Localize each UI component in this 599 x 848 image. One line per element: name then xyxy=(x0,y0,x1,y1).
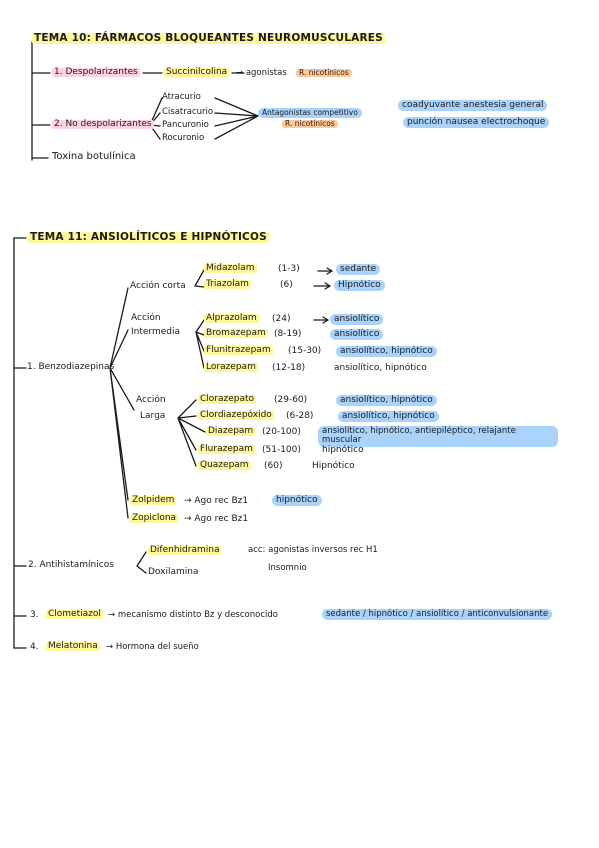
drug-triazolam: Triazolam xyxy=(204,279,251,289)
drug-doxilamina: Doxilamina xyxy=(148,567,199,577)
range-clordiazepoxido: (6-28) xyxy=(286,411,314,421)
drug-alprazolam: Alprazolam xyxy=(204,313,259,323)
drug-flurazepam: Flurazepam xyxy=(198,444,255,454)
drug-pancuronio: Pancuronio xyxy=(162,120,209,130)
effect-quazepam: Hipnótico xyxy=(312,461,355,471)
accion-corta-label: Acción corta xyxy=(130,281,186,291)
drug-difenhidramina: Difenhidramina xyxy=(148,545,222,555)
antihist-note-2: Insomnio xyxy=(268,563,307,573)
zolpidem-effect: hipnótico xyxy=(272,495,322,506)
no-despolarizantes-label: 2. No despolarizantes xyxy=(52,119,154,129)
effect-clordiazepoxido: ansiolítico, hipnótico xyxy=(338,411,439,422)
tema10-title: TEMA 10: FÁRMACOS BLOQUEANTES NEUROMUSCU… xyxy=(32,32,385,44)
toxina-botulinica: Toxina botulínica xyxy=(52,151,136,162)
antagonistas-tag: Antagonistas competitivo xyxy=(258,108,362,118)
effect-diazepam: ansiolítico, hipnótico, antiepiléptico, … xyxy=(318,426,558,447)
drug-zopiclona: Zopiclona xyxy=(130,513,179,523)
succinilcolina-arrow-text: → agonistas xyxy=(236,68,287,78)
accion-larga-label-2: Larga xyxy=(140,411,166,421)
clometiazol-number: 3. xyxy=(30,610,39,620)
range-midazolam: (1-3) xyxy=(278,264,300,274)
range-alprazolam: (24) xyxy=(272,314,291,324)
tema11-title: TEMA 11: ANSIOLÍTICOS E HIPNÓTICOS xyxy=(28,231,269,243)
despolarizantes-label: 1. Despolarizantes xyxy=(52,67,140,77)
drug-melatonina: Melatonina xyxy=(46,641,100,651)
drug-clorazepato: Clorazepato xyxy=(198,394,257,404)
effect-bromazepam: ansiolítico xyxy=(330,329,384,340)
effect-lorazepam: ansiolítico, hipnótico xyxy=(334,363,427,373)
range-flurazepam: (51-100) xyxy=(262,445,301,455)
range-flunitrazepam: (15-30) xyxy=(288,346,322,356)
drug-clometiazol: Clometiazol xyxy=(46,609,103,619)
range-clorazepato: (29-60) xyxy=(274,395,308,405)
drug-rocuronio: Rocuronio xyxy=(162,133,205,143)
drug-zolpidem: Zolpidem xyxy=(130,495,177,505)
drug-quazepam: Quazepam xyxy=(198,460,251,470)
r-nicotinicos-tag-2: R. nicotínicos xyxy=(282,120,338,128)
effect-triazolam: Hipnótico xyxy=(334,280,385,291)
range-bromazepam: (8-19) xyxy=(274,329,302,339)
effect-clorazepato: ansiolítico, hipnótico xyxy=(336,395,437,406)
drug-flunitrazepam: Flunitrazepam xyxy=(204,345,273,355)
benzodiazepinas-label: 1. Benzodiazepinas xyxy=(27,362,115,372)
drug-diazepam: Diazepam xyxy=(206,426,256,436)
range-diazepam: (20-100) xyxy=(262,427,301,437)
melatonina-number: 4. xyxy=(30,642,39,652)
succinilcolina: Succinilcolina xyxy=(164,67,230,77)
clometiazol-effect: sedante / hipnótico / ansiolítico / anti… xyxy=(322,609,553,620)
zopiclona-desc: → Ago rec Bz1 xyxy=(184,514,249,524)
clometiazol-desc: → mecanismo distinto Bz y desconocido xyxy=(108,610,278,620)
antihistaminicos-label: 2. Antihistamínicos xyxy=(28,560,114,570)
melatonina-desc: → Hormona del sueño xyxy=(106,642,199,652)
drug-lorazepam: Lorazepam xyxy=(204,362,258,372)
uses-line-1: coadyuvante anestesia general xyxy=(398,100,548,111)
r-nicotinicos-tag: R. nicotínicos xyxy=(296,69,352,77)
effect-midazolam: sedante xyxy=(336,264,381,275)
range-lorazepam: (12-18) xyxy=(272,363,306,373)
accion-larga-label-1: Acción xyxy=(136,395,166,405)
accion-intermedia-label-1: Acción xyxy=(131,313,161,323)
uses-line-2: punción nausea electrochoque xyxy=(403,117,550,128)
accion-intermedia-label-2: Intermedia xyxy=(131,327,180,337)
effect-alprazolam: ansiolítico xyxy=(330,314,384,325)
effect-flurazepam: hipnótico xyxy=(322,445,364,455)
drug-atracurio: Atracurio xyxy=(162,92,201,102)
zolpidem-desc: → Ago rec Bz1 xyxy=(184,496,249,506)
range-quazepam: (60) xyxy=(264,461,283,471)
drug-clordiazepoxido: Clordiazepóxido xyxy=(198,410,274,420)
drug-bromazepam: Bromazepam xyxy=(204,328,268,338)
drug-cisatracurio: Cisatracurio xyxy=(162,107,214,117)
drug-midazolam: Midazolam xyxy=(204,263,257,273)
effect-flunitrazepam: ansiolítico, hipnótico xyxy=(336,346,437,357)
antihist-note-1: acc: agonistas inversos rec H1 xyxy=(248,545,378,555)
range-triazolam: (6) xyxy=(280,280,293,290)
